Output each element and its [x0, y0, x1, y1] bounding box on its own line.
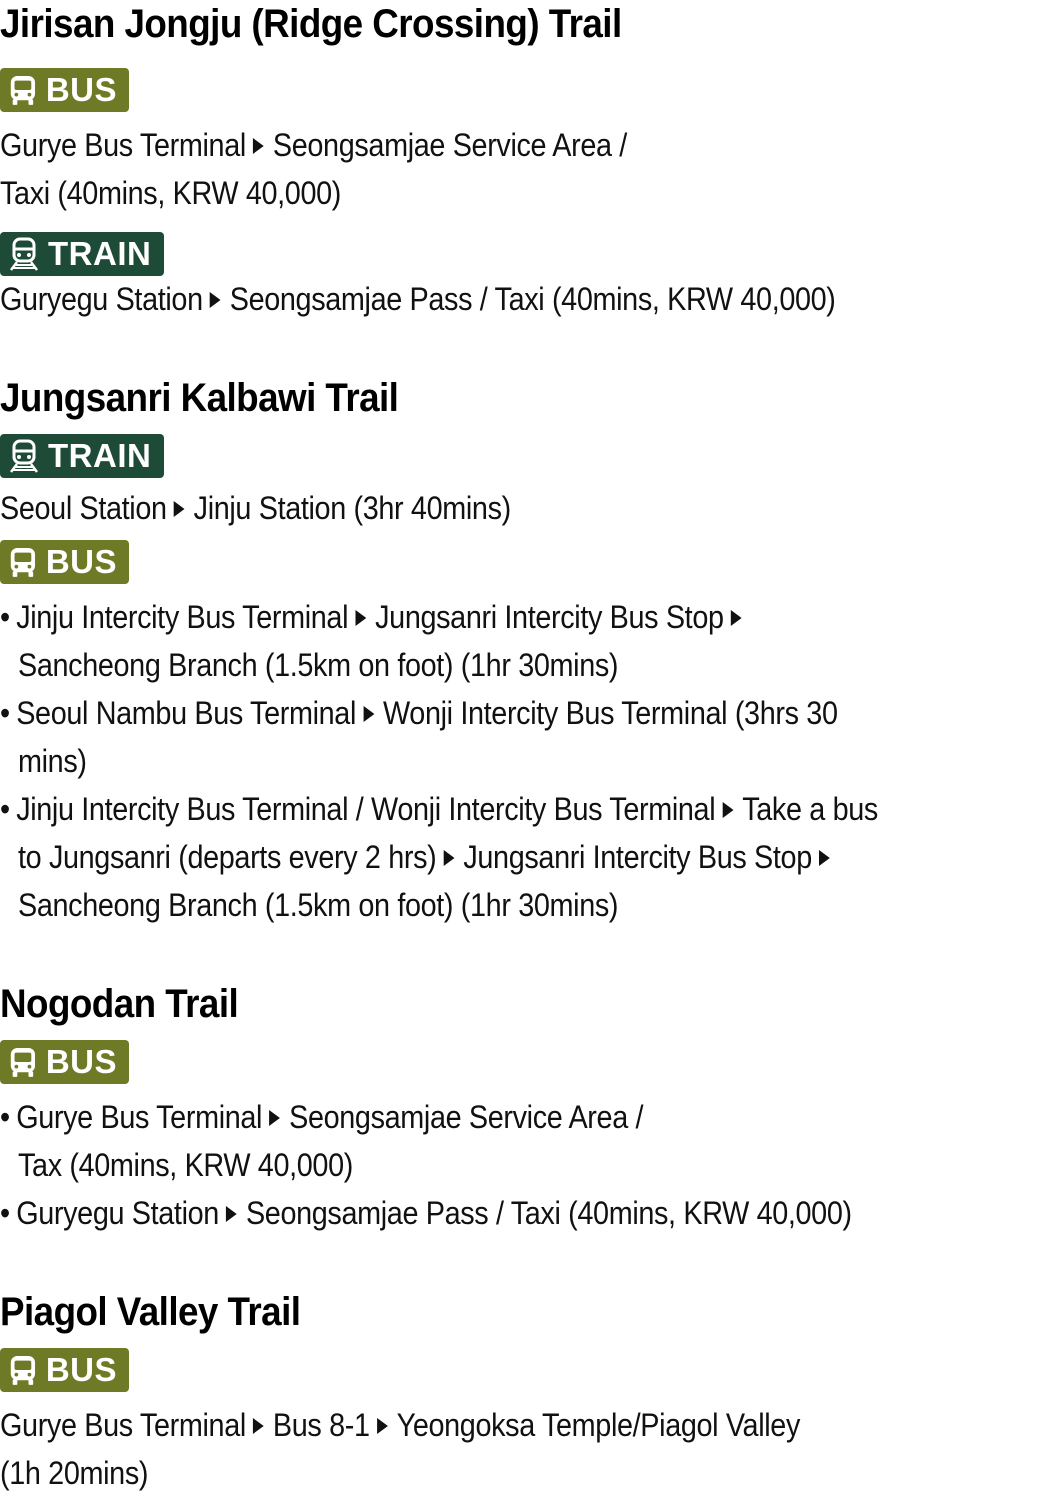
arrow-right-icon [363, 705, 375, 722]
route-line: Gurye Bus Terminal Seongsamjae Service Ar… [0, 121, 627, 169]
route-line: Seoul Station Jinju Station (3hr 40mins) [0, 484, 511, 532]
bus-badge-label: BUS [45, 71, 117, 108]
route-stop: Seongsamjae Pass / Taxi (40mins, KRW 40,… [229, 281, 836, 317]
arrow-right-icon [269, 1109, 281, 1126]
arrow-right-icon [730, 609, 742, 626]
arrow-right-icon [173, 500, 185, 517]
bullet: • [0, 791, 10, 827]
train-icon [10, 439, 38, 473]
route-stop: Gurye Bus Terminal [0, 127, 246, 163]
arrow-right-icon [226, 1205, 237, 1222]
list-item: •Jinju Intercity Bus Terminal Jungsanri I… [0, 593, 751, 641]
train-badge-label: TRAIN [48, 437, 152, 474]
section-title-piagol-valley: Piagol Valley Trail [0, 1290, 301, 1334]
bus-icon [10, 76, 36, 105]
route-line: Taxi (40mins, KRW 40,000) [0, 175, 342, 211]
route-stop: Seongsamjae Pass / Taxi (40mins, KRW 40,… [245, 1195, 852, 1231]
route-line: (1h 20mins) [0, 1455, 149, 1491]
bus-badge: BUS [0, 1348, 129, 1392]
route-stop: Jungsanri Intercity Bus Stop [463, 839, 812, 875]
arrow-right-icon [722, 801, 734, 818]
section-title-jirisan-jongju: Jirisan Jongju (Ridge Crossing) Trail [0, 2, 622, 46]
bullet: • [0, 599, 10, 635]
list-item-continuation: Sancheong Branch (1.5km on foot) (1hr 30… [18, 647, 619, 683]
list-item: •Guryegu Station Seongsamjae Pass / Taxi … [0, 1189, 852, 1237]
arrow-right-icon [355, 609, 367, 626]
list-item: •Gurye Bus Terminal Seongsamjae Service A… [0, 1093, 644, 1141]
arrow-right-icon [209, 291, 221, 308]
route-stop: Jinju Station (3hr 40mins) [193, 490, 512, 526]
bus-badge-label: BUS [45, 1351, 117, 1388]
bus-badge: BUS [0, 1040, 129, 1084]
list-item-continuation: Sancheong Branch (1.5km on foot) (1hr 30… [18, 887, 619, 923]
arrow-right-icon [819, 849, 830, 866]
route-stop: Gurye Bus Terminal [16, 1099, 263, 1135]
route-stop: Seongsamjae Service Area / [289, 1099, 644, 1135]
section-title-nogodan: Nogodan Trail [0, 982, 239, 1026]
bus-badge-label: BUS [45, 1043, 117, 1080]
bullet: • [0, 695, 10, 731]
bus-badge: BUS [0, 68, 129, 112]
bus-icon [10, 1356, 36, 1385]
train-icon [10, 237, 38, 271]
bus-icon [10, 548, 36, 577]
train-badge: TRAIN [0, 434, 164, 478]
section-title-jungsanri-kalbawi: Jungsanri Kalbawi Trail [0, 376, 399, 420]
route-stop: Jinju Intercity Bus Terminal / Wonji Int… [16, 791, 716, 827]
route-stop: Take a bus [742, 791, 878, 827]
route-stop: Wonji Intercity Bus Terminal (3hrs 30 [383, 695, 838, 731]
arrow-right-icon [376, 1417, 388, 1434]
route-stop: Guryegu Station [16, 1195, 219, 1231]
route-stop: Guryegu Station [0, 281, 203, 317]
route-stop: Seoul Nambu Bus Terminal [16, 695, 357, 731]
list-item: •Jinju Intercity Bus Terminal / Wonji In… [0, 785, 878, 833]
route-stop: Yeongoksa Temple/Piagol Valley [396, 1407, 801, 1443]
bus-badge-label: BUS [45, 543, 117, 580]
route-stop: Jinju Intercity Bus Terminal [16, 599, 349, 635]
train-badge: TRAIN [0, 232, 164, 276]
route-stop: to Jungsanri (departs every 2 hrs) [18, 839, 437, 875]
train-badge-label: TRAIN [48, 235, 152, 272]
route-stop: Seoul Station [0, 490, 167, 526]
route-line: Guryegu Station Seongsamjae Pass / Taxi (… [0, 275, 836, 323]
list-item-continuation: mins) [18, 743, 87, 779]
bullet: • [0, 1099, 10, 1135]
bus-icon [10, 1048, 36, 1077]
route-stop: Seongsamjae Service Area / [272, 127, 627, 163]
list-item-continuation: to Jungsanri (departs every 2 hrs) Jungsa… [18, 833, 839, 881]
bus-badge: BUS [0, 540, 129, 584]
route-stop: Jungsanri Intercity Bus Stop [375, 599, 724, 635]
bullet: • [0, 1195, 10, 1231]
arrow-right-icon [443, 849, 455, 866]
route-stop: Gurye Bus Terminal [0, 1407, 246, 1443]
route-line: Gurye Bus Terminal Bus 8-1 Yeongoksa Templ… [0, 1401, 800, 1449]
arrow-right-icon [253, 137, 264, 154]
route-stop: Bus 8-1 [272, 1407, 370, 1443]
list-item: •Seoul Nambu Bus Terminal Wonji Intercity… [0, 689, 838, 737]
list-item-continuation: Tax (40mins, KRW 40,000) [18, 1147, 353, 1183]
arrow-right-icon [253, 1417, 264, 1434]
